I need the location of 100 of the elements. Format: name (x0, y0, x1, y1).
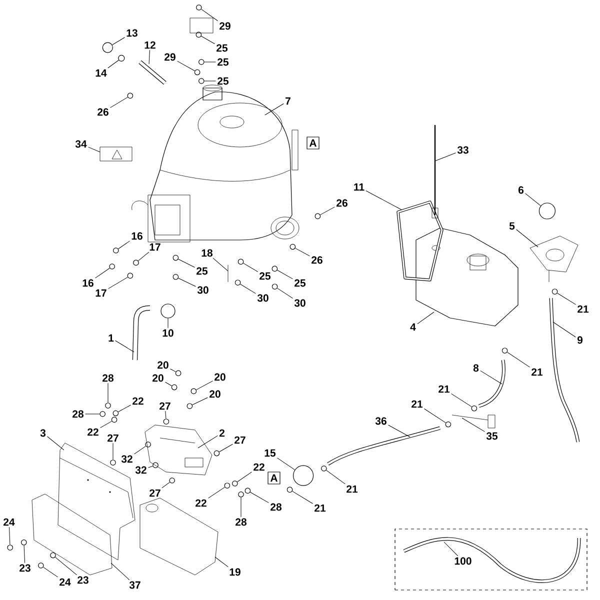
nut (127, 92, 134, 99)
callout-number: 27 (150, 489, 160, 497)
nut (244, 488, 251, 494)
leader-line (276, 270, 294, 280)
nut (272, 266, 278, 272)
leader-line (134, 446, 146, 454)
callout-number: 6 (518, 186, 524, 194)
leader-line (108, 276, 128, 289)
leader-line (118, 240, 130, 250)
nut (7, 544, 13, 550)
leader-line (178, 258, 195, 268)
leader-line (434, 152, 456, 162)
callout-number: 9 (577, 336, 583, 344)
nut (272, 284, 278, 290)
nut (445, 422, 452, 428)
nut (234, 280, 241, 286)
leader-line (424, 408, 446, 424)
callout-number: 25 (216, 44, 228, 52)
leader-line (204, 80, 216, 82)
leader-line (295, 248, 310, 256)
leader-line (366, 190, 402, 210)
nut (50, 552, 56, 558)
callout-number: 7 (286, 97, 290, 105)
callout-number: 34 (75, 140, 87, 148)
nut (21, 540, 27, 546)
nut (196, 4, 202, 10)
leader-line (165, 410, 166, 419)
leader-line (95, 268, 110, 278)
nut (290, 244, 296, 250)
leader-line (54, 556, 78, 576)
callout-number: 29 (164, 53, 176, 61)
nut (112, 410, 119, 416)
callout-number: 17 (150, 243, 160, 251)
leader-line (388, 424, 410, 438)
callout-number: 12 (144, 41, 156, 49)
nut (314, 213, 321, 220)
leader-line (208, 486, 226, 498)
nut (172, 274, 179, 280)
nut (109, 264, 115, 270)
leader-line (178, 278, 196, 287)
callout-number: 32 (121, 455, 132, 463)
leader-line (162, 482, 170, 488)
leader-line (196, 380, 214, 390)
leader-line (138, 252, 150, 262)
callout-number: 30 (294, 299, 306, 307)
callout-number: 3 (40, 429, 46, 437)
nut (238, 492, 244, 498)
callout-number: 22 (132, 397, 144, 405)
nut (238, 258, 244, 265)
leader-line (110, 96, 128, 108)
leader-line (506, 352, 530, 368)
reference-box: A (268, 472, 280, 484)
leader-line (8, 526, 10, 545)
leader-line (237, 472, 252, 482)
nut (224, 482, 230, 488)
leader-line (462, 418, 486, 432)
callout-number: 27 (160, 402, 170, 410)
callout-number: 8 (473, 364, 479, 372)
callout-number: 20 (158, 361, 168, 369)
leader-line (250, 492, 270, 504)
callout-number: 27 (234, 436, 246, 444)
cap (102, 42, 113, 53)
callout-number: 11 (354, 183, 364, 191)
leader-line (277, 458, 296, 470)
nut (194, 69, 200, 76)
leader-line (198, 435, 218, 448)
callout-number: 27 (108, 434, 118, 442)
nut (169, 478, 175, 484)
callout-number: 20 (210, 390, 220, 398)
leader-line (201, 8, 218, 22)
callout-number: 37 (129, 581, 140, 589)
leader-line (292, 490, 314, 504)
callout-number: 30 (257, 294, 268, 302)
nut (113, 248, 119, 254)
callout-number: 16 (132, 232, 142, 240)
leader-line (115, 340, 134, 352)
leader-line (557, 292, 576, 305)
nut (111, 416, 118, 423)
callout-number: 21 (578, 305, 589, 313)
callout-number: 28 (102, 374, 114, 382)
leader-line (148, 50, 150, 64)
callout-number: 4 (410, 323, 416, 331)
nut (502, 348, 508, 354)
callout-number: 21 (438, 385, 450, 393)
o-ring (118, 54, 125, 62)
nut (105, 402, 111, 408)
callout-number: 10 (162, 329, 174, 337)
callout-number: 35 (486, 432, 498, 440)
nut (172, 254, 179, 261)
callout-number: 17 (96, 289, 106, 297)
nut (175, 370, 182, 376)
callout-number: 21 (412, 400, 423, 408)
leader-line (108, 60, 119, 68)
leader-line (43, 566, 58, 578)
callout-number: 2 (219, 429, 224, 437)
leader-line (214, 556, 228, 568)
leader-line (444, 542, 458, 556)
callout-number: 26 (98, 108, 108, 116)
leader-line (112, 37, 126, 46)
callout-number: 23 (20, 564, 30, 572)
